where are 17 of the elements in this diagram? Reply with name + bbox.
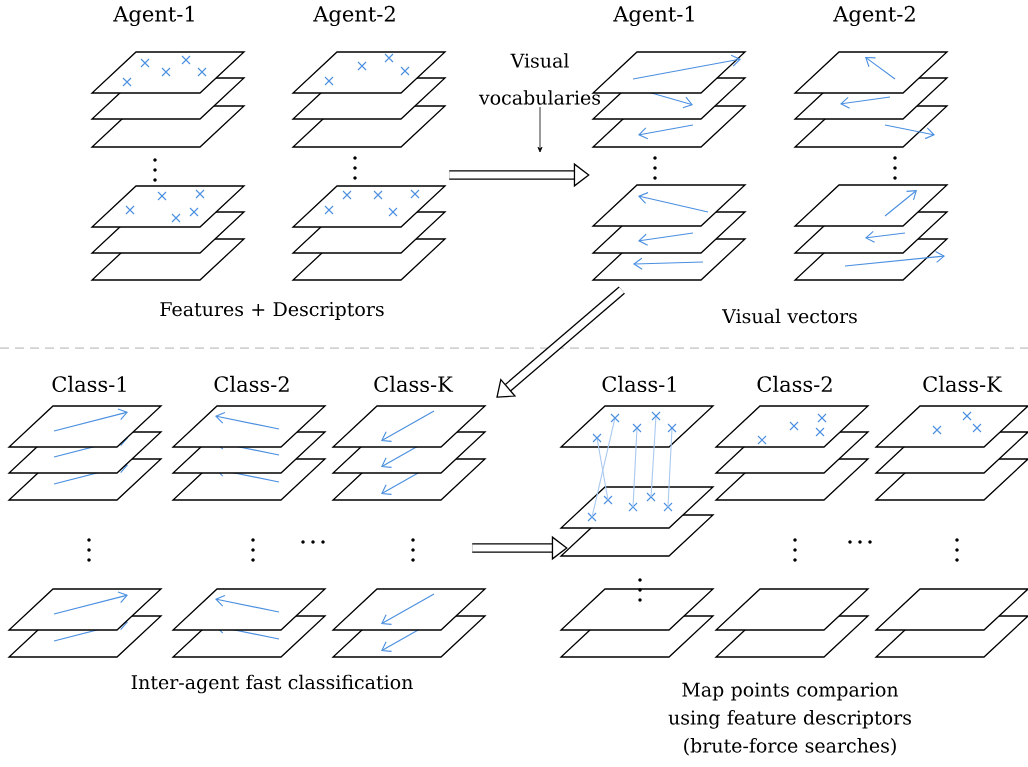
heading: Agent-1 [613,5,694,27]
heading: Class-1 [52,375,126,393]
heading: Class-K [923,375,1003,393]
heading: Agent-2 [833,5,915,27]
annotation-text: Visual vocabularies [478,53,601,105]
panel-label: Visual vectors [721,308,857,324]
heading: Class-K [374,375,454,393]
panel-label: Inter-agent fast classification [131,674,413,694]
hollow-arrow [496,286,625,398]
heading: Class-2 [214,375,289,393]
panel-label: Map points comparion using feature descriptors (brute-force searches) [668,682,911,756]
heading: Agent-1 [113,5,194,27]
arrow [537,106,543,153]
heading: Agent-2 [313,5,395,27]
heading: Class-2 [757,375,832,393]
heading: Class-1 [602,375,676,393]
panel-label: Features + Descriptors [160,302,384,320]
